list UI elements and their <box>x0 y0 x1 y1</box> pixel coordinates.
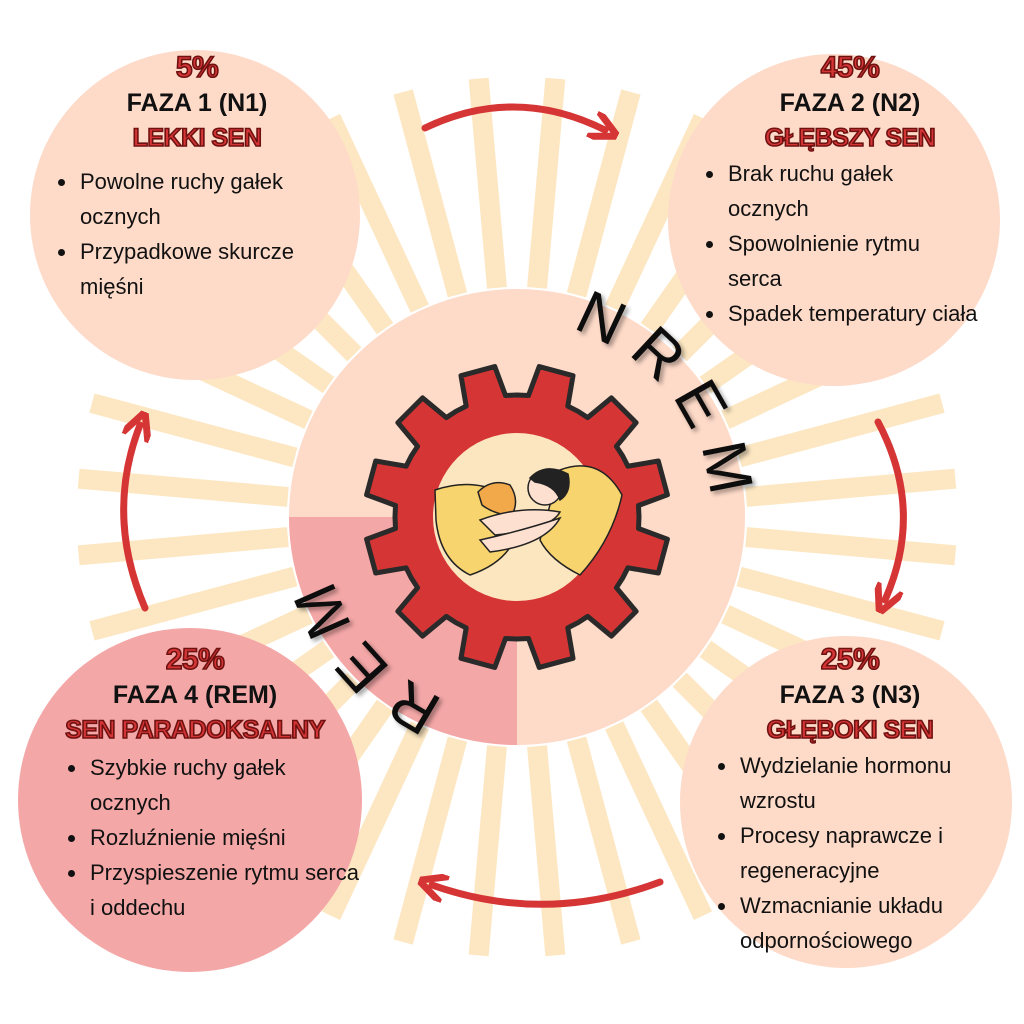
sunburst-ray <box>566 89 641 298</box>
phase-title: FAZA 2 (N2) <box>779 89 921 117</box>
phase-percent: 25% <box>820 642 881 677</box>
phase-percent: 5% <box>175 50 219 85</box>
list-item: Rozluźnienie mięśni <box>68 820 360 855</box>
phase-3-circle <box>680 636 1012 968</box>
list-item: Szybkie ruchy gałek ocznych <box>68 750 360 820</box>
list-item: Powolne ruchy gałek ocznych <box>58 164 345 234</box>
sunburst-ray <box>393 89 468 298</box>
phase-4-panel: 25% FAZA 4 (REM) SEN PARADOKSALNY Szybki… <box>30 642 360 925</box>
phase-1-panel: 5% FAZA 1 (N1) LEKKI SEN Powolne ruchy g… <box>52 50 342 304</box>
sunburst-ray <box>605 721 713 921</box>
sunburst-ray <box>77 468 289 507</box>
list-item: Brak ruchu gałek ocznych <box>706 156 978 226</box>
sunburst-ray <box>77 527 289 566</box>
phase-title: FAZA 1 (N1) <box>126 89 268 117</box>
arrow-phase3-to-phase4 <box>432 882 664 908</box>
sunburst-ray <box>393 736 468 945</box>
phase-subtitle: GŁĘBSZY SEN <box>764 123 937 153</box>
sunburst-ray <box>89 566 298 641</box>
phase-2-panel: 45% FAZA 2 (N2) GŁĘBSZY SEN Brak ruchu g… <box>700 50 1000 331</box>
sunburst-ray <box>468 77 507 289</box>
sunburst-ray <box>745 468 957 507</box>
list-item: Przypadkowe skurcze mięśni <box>58 234 345 304</box>
phase-subtitle: LEKKI SEN <box>132 123 263 153</box>
phase-3-panel: 25% FAZA 3 (N3) GŁĘBOKI SEN Wydzielanie … <box>700 642 1000 958</box>
list-item: Przyspieszenie rytmu serca i oddechu <box>68 855 360 925</box>
phase-title: FAZA 4 (REM) <box>112 681 278 709</box>
sunburst-ray <box>736 393 945 468</box>
phase-subtitle: GŁĘBOKI SEN <box>766 715 935 745</box>
sunburst-ray <box>89 393 298 468</box>
sunburst-ray <box>566 736 641 945</box>
sleeping-person-icon <box>434 465 623 576</box>
arrow-phase1-to-phase2 <box>421 103 605 130</box>
sunburst-ray <box>468 745 507 957</box>
phase-1-circle <box>30 50 360 380</box>
arrow-phase2-to-phase3 <box>878 418 907 600</box>
phase-title: FAZA 3 (N3) <box>779 681 921 709</box>
phase-percent: 45% <box>820 50 881 85</box>
phase-subtitle: SEN PARADOKSALNY <box>64 715 326 745</box>
phase-4-circle <box>18 628 362 972</box>
list-item: Procesy naprawcze i regeneracyjne <box>718 818 1010 888</box>
list-item: Spowolnienie rytmu serca <box>706 226 978 296</box>
list-item: Spadek temperatury ciała <box>706 296 978 331</box>
sunburst-ray <box>736 566 945 641</box>
sunburst-ray <box>527 745 566 957</box>
arrow-phase4-to-phase1 <box>120 425 145 612</box>
list-item: Wzmacnianie układu odpornościowego <box>718 888 1010 958</box>
sunburst-ray <box>745 527 957 566</box>
list-item: Wydzielanie hormonu wzrostu <box>718 748 1010 818</box>
sunburst-ray <box>321 721 429 921</box>
phase-2-circle <box>668 54 1000 386</box>
phase-percent: 25% <box>165 642 226 677</box>
